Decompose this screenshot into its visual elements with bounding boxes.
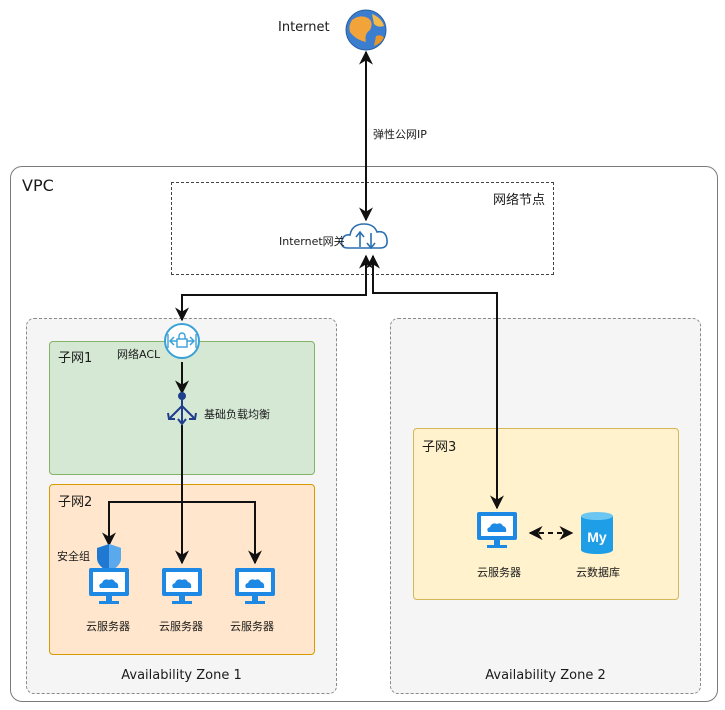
eip-label: 弹性公网IP bbox=[373, 128, 427, 141]
lb-label: 基础负载均衡 bbox=[204, 408, 270, 421]
gateway-subnet3-link bbox=[366, 254, 504, 510]
monitor-icon-3 bbox=[235, 568, 275, 604]
acl-label: 网络ACL bbox=[117, 348, 161, 361]
subnet-2-label: 子网2 bbox=[58, 495, 93, 510]
database-icon-text: My bbox=[587, 529, 607, 545]
vpc-label: VPC bbox=[22, 176, 54, 195]
gateway-label: Internet网关 bbox=[279, 235, 345, 248]
subnet-1-label: 子网1 bbox=[58, 351, 93, 366]
internet-label: Internet bbox=[278, 20, 330, 35]
gateway-acl-link bbox=[175, 254, 373, 322]
cloud-gateway-icon bbox=[340, 223, 388, 250]
monitor-icon-2 bbox=[162, 568, 202, 604]
shield-icon bbox=[97, 544, 121, 572]
database-icon bbox=[581, 512, 613, 554]
server-label-4: 云服务器 bbox=[477, 566, 521, 579]
globe-icon bbox=[345, 9, 387, 51]
zone-2-label: Availability Zone 2 bbox=[485, 668, 606, 683]
subnet-3-label: 子网3 bbox=[422, 440, 457, 455]
load-balancer-icon bbox=[167, 392, 197, 426]
database-label: 云数据库 bbox=[576, 566, 620, 579]
monitor-icon-1 bbox=[89, 568, 129, 604]
server-label-1: 云服务器 bbox=[86, 620, 130, 633]
lb-server1-link bbox=[102, 501, 182, 547]
network-node-label: 网络节点 bbox=[493, 193, 546, 208]
server-label-3: 云服务器 bbox=[230, 620, 274, 633]
server-label-2: 云服务器 bbox=[159, 620, 203, 633]
lb-server3-link bbox=[182, 501, 262, 565]
acl-icon bbox=[164, 323, 200, 359]
monitor-icon-4 bbox=[477, 512, 517, 548]
zone-1-label: Availability Zone 1 bbox=[121, 668, 242, 683]
security-group-label: 安全组 bbox=[57, 550, 90, 563]
